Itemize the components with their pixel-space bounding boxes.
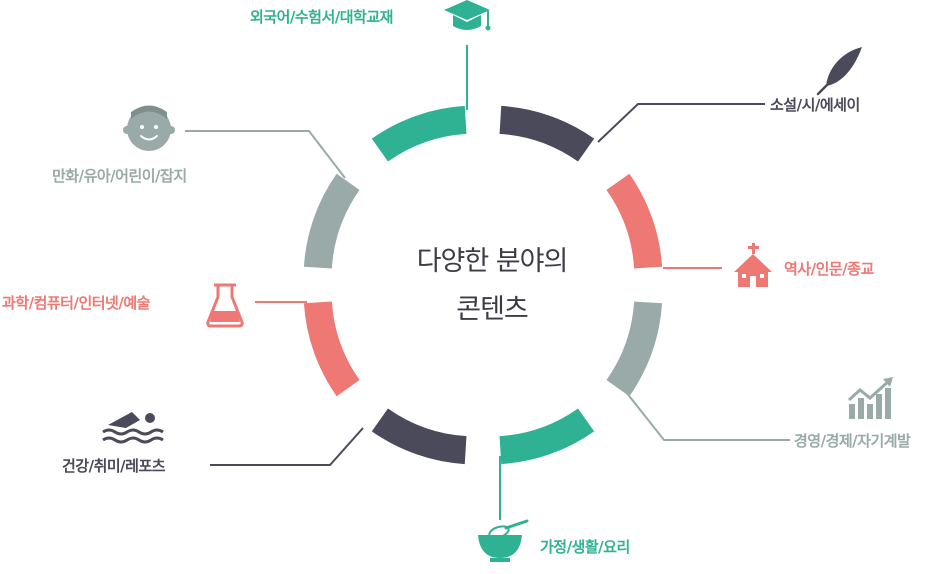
growth-chart-icon — [847, 377, 893, 419]
label-business: 경영/경제/자기계발 — [794, 432, 911, 450]
segment-business — [606, 301, 663, 397]
connector-hobby — [210, 427, 364, 466]
label-languages: 외국어/수험서/대학교재 — [250, 8, 393, 26]
connector-novels — [597, 103, 765, 143]
connector-business — [625, 391, 790, 441]
segment-novels — [499, 105, 595, 162]
segment-comics — [303, 173, 360, 269]
label-hobby: 건강/취미/레포츠 — [62, 457, 166, 475]
center-title-line2: 콘텐츠 — [456, 294, 529, 325]
flask-icon — [206, 283, 244, 328]
graduation-cap-icon — [444, 0, 491, 31]
connector-comics — [185, 130, 346, 179]
segment-science — [303, 301, 360, 397]
center-title-line1: 다양한 분야의 — [416, 246, 569, 277]
label-comics: 만화/유아/어린이/잡지 — [52, 167, 187, 185]
segment-hobby — [371, 408, 467, 465]
mixing-bowl-whisk-icon — [478, 519, 529, 562]
swimmer-icon — [102, 412, 164, 444]
label-science: 과학/컴퓨터/인터넷/예술 — [2, 294, 150, 312]
label-history: 역사/인문/종교 — [784, 260, 874, 278]
segment-home — [499, 408, 595, 465]
label-home: 가정/생활/요리 — [540, 538, 630, 556]
child-face-icon — [123, 105, 175, 151]
label-novels: 소설/시/에세이 — [770, 96, 860, 114]
feather-quill-icon — [816, 47, 862, 96]
church-icon — [734, 243, 772, 287]
segment-languages — [371, 105, 467, 162]
segment-history — [606, 173, 663, 269]
center-title: 다양한 분야의 콘텐츠 — [372, 238, 612, 334]
